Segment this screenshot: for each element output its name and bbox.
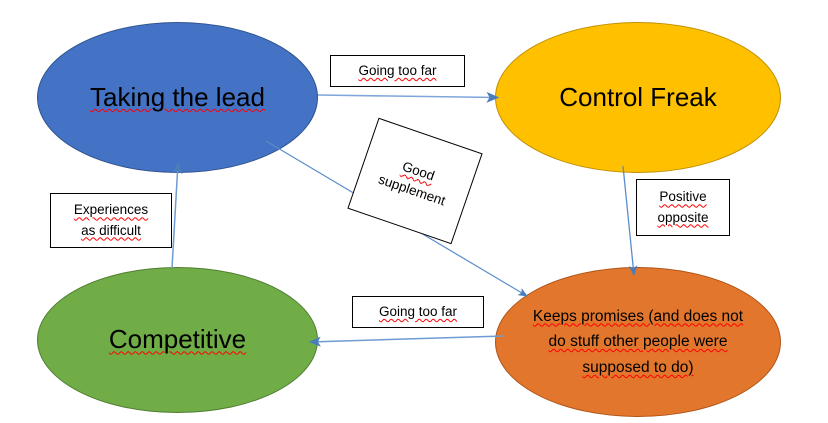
node-competitive-label: Competitive [108,324,247,355]
edge-label-good-supplement-text: Good supplement [376,159,448,209]
node-keeps-promises-label: Keeps promises (and does not do stuff ot… [532,307,744,376]
node-competitive[interactable]: Competitive [37,267,318,413]
edge-label-experiences-as-difficult[interactable]: Experiences as difficult [50,193,172,248]
node-taking-the-lead-label: Taking the lead [90,81,265,112]
edge-keeps-promises-to-competitive [308,335,505,347]
edge-competitive-to-lead [171,161,183,269]
edge-label-going-too-far-bottom[interactable]: Going too far [352,296,484,328]
edge-label-experiences-as-difficult-text: Experiences as difficult [73,202,149,238]
edge-label-positive-opposite[interactable]: Positive opposite [636,179,730,236]
edge-control-freak-to-keeps-promises [622,165,638,277]
edge-lead-to-control-freak [317,91,500,103]
edge-label-going-too-far-bottom-text: Going too far [378,303,458,319]
node-control-freak[interactable]: Control Freak [495,22,781,173]
edge-label-going-too-far-top[interactable]: Going too far [330,55,465,87]
edge-label-going-too-far-top-text: Going too far [358,62,437,78]
node-control-freak-label: Control Freak [559,81,717,112]
node-keeps-promises[interactable]: Keeps promises (and does not do stuff ot… [495,267,781,417]
node-taking-the-lead[interactable]: Taking the lead [37,22,318,173]
edge-label-positive-opposite-text: Positive opposite [657,189,709,225]
